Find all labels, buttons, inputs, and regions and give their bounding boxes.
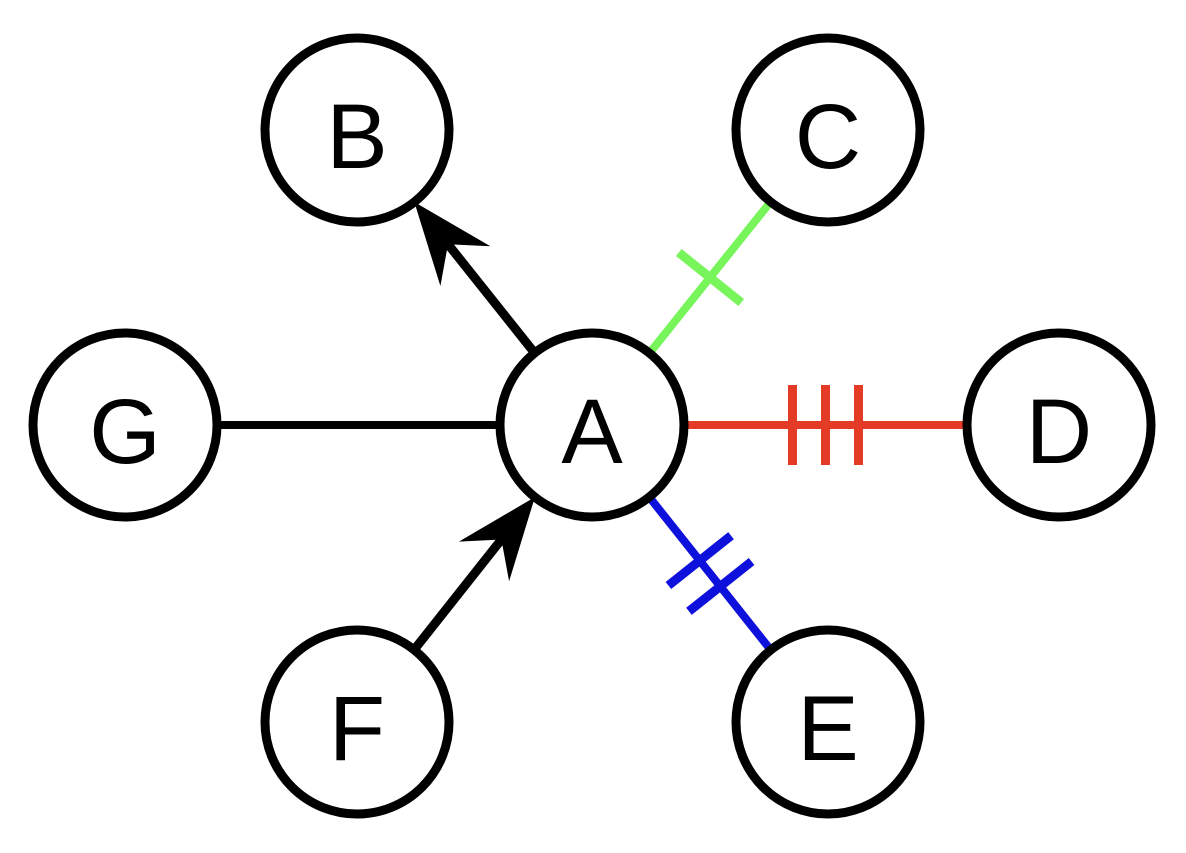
node-c: C <box>731 33 925 227</box>
edge-a-e-tick-1 <box>665 532 734 589</box>
edge-a-e <box>646 494 774 653</box>
edge-a-e-line <box>646 494 774 653</box>
node-f-label: F <box>329 678 385 780</box>
edge-a-c <box>646 199 774 356</box>
edge-f-a-arrowhead <box>458 497 535 582</box>
node-a-label: A <box>561 381 623 483</box>
node-e: E <box>731 625 925 819</box>
node-b-label: B <box>326 86 387 188</box>
node-e-label: E <box>797 678 858 780</box>
edge-a-b <box>414 202 539 356</box>
node-g: G <box>28 328 222 522</box>
node-b: B <box>260 33 454 227</box>
edge-f-a-line <box>410 536 505 653</box>
node-d: D <box>962 328 1156 522</box>
node-g-label: G <box>89 381 161 483</box>
edge-a-d <box>684 385 967 465</box>
node-f: F <box>260 625 454 819</box>
edges-layer <box>217 199 967 653</box>
node-a: A <box>495 328 689 522</box>
edge-a-c-tick-1 <box>675 248 745 307</box>
nodes-layer: A B C D E F G <box>28 33 1156 819</box>
node-c-label: C <box>795 86 861 188</box>
edge-a-b-arrowhead <box>414 202 491 286</box>
edge-a-b-line <box>444 241 539 356</box>
node-d-label: D <box>1026 381 1092 483</box>
edge-f-a <box>410 497 535 653</box>
edge-a-e-tick-2 <box>686 558 755 615</box>
